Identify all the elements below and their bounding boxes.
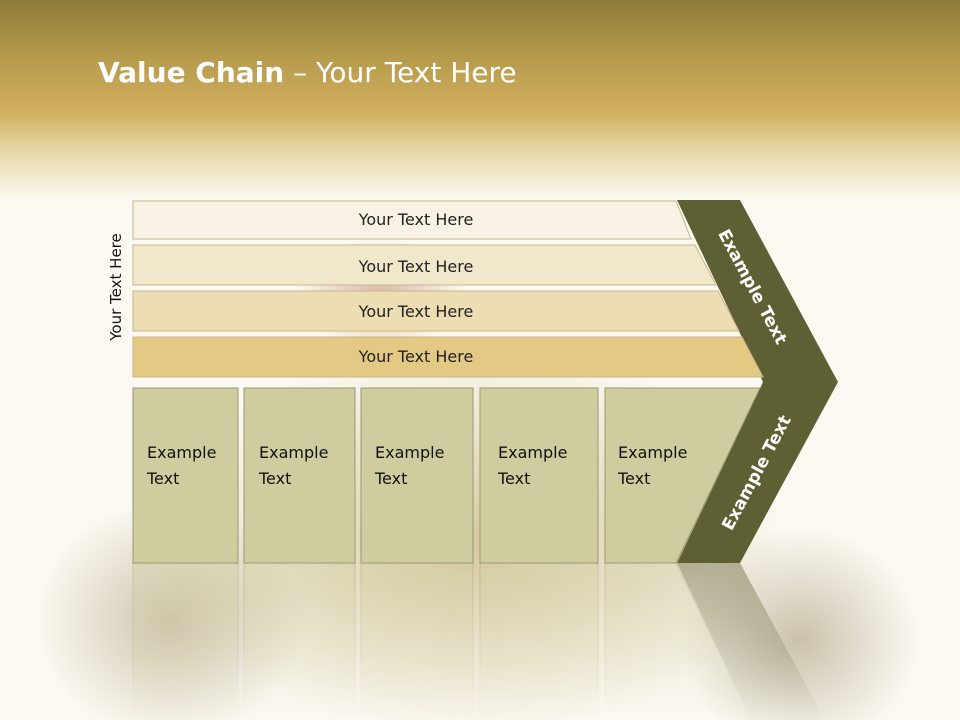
box-2-line-2: Text <box>258 469 291 488</box>
reflection <box>132 562 826 720</box>
box-4-line-1: Example <box>498 443 567 462</box>
arrow-upper-segment <box>677 200 838 382</box>
title-bold: Value Chain <box>98 56 285 89</box>
bar-row-1: Your Text Here <box>132 200 692 240</box>
box-1-line-2: Text <box>146 469 179 488</box>
activity-box-3: Example Text <box>360 387 474 564</box>
bar-row-4: Your Text Here <box>132 336 764 378</box>
activity-box-5: Example Text <box>604 387 761 564</box>
arrow-lower-segment <box>677 382 838 563</box>
activity-box-4: Example Text <box>479 387 599 564</box>
bar-label-1: Your Text Here <box>358 210 474 229</box>
bar-label-2: Your Text Here <box>358 257 474 276</box>
box-5-line-2: Text <box>617 469 650 488</box>
bar-row-2: Your Text Here <box>132 244 717 286</box>
box-3-line-2: Text <box>374 469 407 488</box>
activity-box-2: Example Text <box>243 387 356 564</box>
box-3-line-1: Example <box>375 443 444 462</box>
bar-label-4: Your Text Here <box>358 347 474 366</box>
box-2-line-1: Example <box>259 443 328 462</box>
bar-label-3: Your Text Here <box>358 302 474 321</box>
header-band <box>0 0 960 200</box>
slide-title: Value Chain – Your Text Here <box>98 56 517 89</box>
box-4-line-2: Text <box>497 469 530 488</box>
title-rest: – Your Text Here <box>284 56 517 89</box>
activity-box-1: Example Text <box>132 387 239 564</box>
box-5-line-1: Example <box>618 443 687 462</box>
box-1-line-1: Example <box>147 443 216 462</box>
bar-row-3: Your Text Here <box>132 290 740 332</box>
